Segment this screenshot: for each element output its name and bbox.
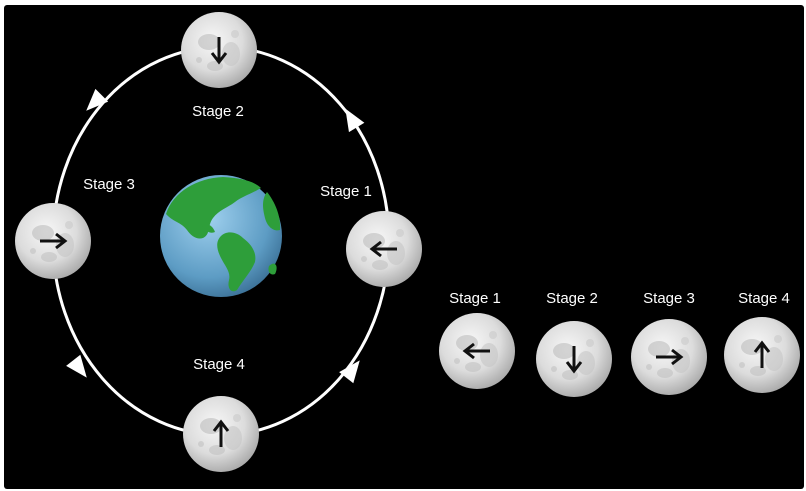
row-label-stage2: Stage 2 xyxy=(546,290,598,307)
row-moon-stage3 xyxy=(631,319,707,395)
orbit-moon-stage2 xyxy=(181,12,257,88)
row-label-stage1: Stage 1 xyxy=(449,290,501,307)
row-moon-stage1 xyxy=(439,313,515,389)
earth-globe xyxy=(160,175,282,297)
row-label-stage4: Stage 4 xyxy=(738,290,790,307)
row-moon-stage2 xyxy=(536,321,612,397)
orbit-moon-stage3 xyxy=(15,203,91,279)
orbit-moon-stage1 xyxy=(346,211,422,287)
orbit-label-stage2: Stage 2 xyxy=(192,103,244,120)
orbit-moon-stage4 xyxy=(183,396,259,472)
orbit-label-stage1: Stage 1 xyxy=(320,183,372,200)
orbit-arrowhead-left-lower xyxy=(66,354,87,378)
row-moon-stage4 xyxy=(724,317,800,393)
orbit-label-stage4: Stage 4 xyxy=(193,356,245,373)
row-label-stage3: Stage 3 xyxy=(643,290,695,307)
orbit-arrowhead-left-upper xyxy=(86,88,109,111)
orbit-label-stage3: Stage 3 xyxy=(83,176,135,193)
orbit-arrowhead-right-upper xyxy=(345,108,365,133)
orbit-arrowhead-right-lower xyxy=(339,360,360,384)
